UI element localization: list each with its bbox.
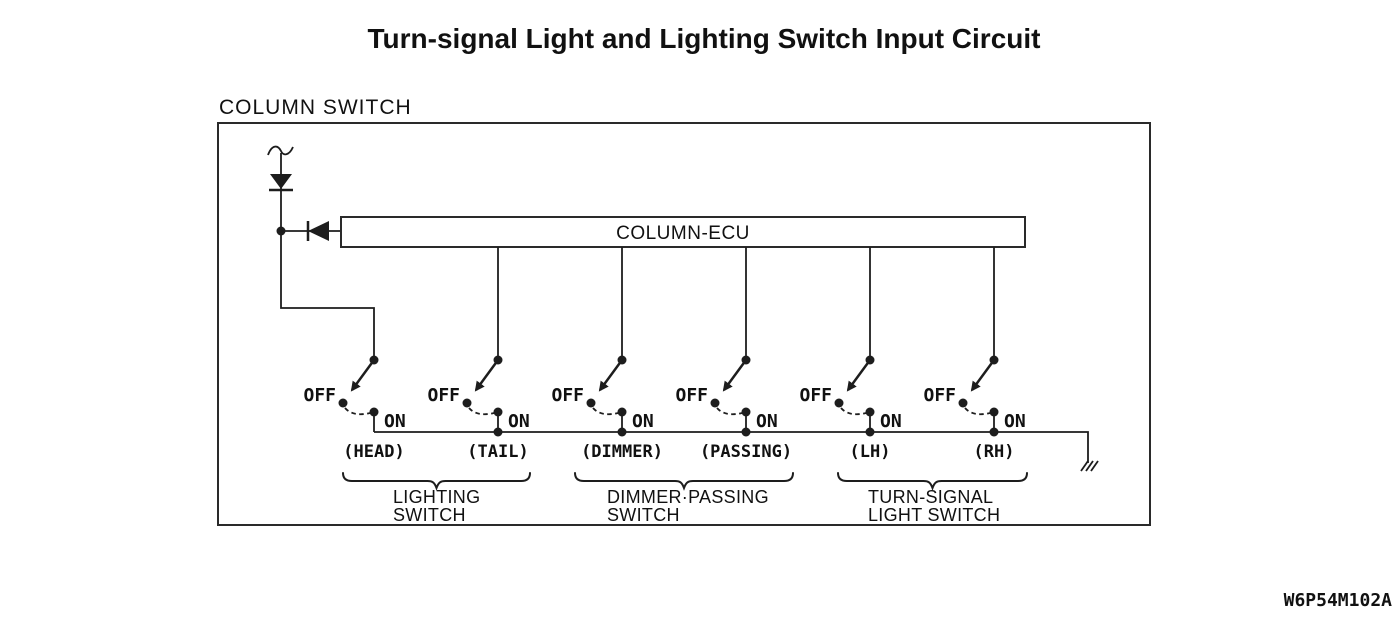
switch-name-label: (TAIL) bbox=[467, 442, 528, 462]
group-label-line1: TURN-SIGNAL bbox=[868, 487, 993, 507]
switch-off-contact-dot bbox=[958, 398, 968, 408]
group-label-line2: SWITCH bbox=[393, 505, 466, 525]
switch-group-dimmer: OFF ON (DIMMER) bbox=[551, 355, 663, 462]
group-label-lighting-switch: LIGHTING SWITCH bbox=[393, 487, 480, 525]
switch-name-label: (HEAD) bbox=[343, 442, 404, 462]
on-label: ON bbox=[508, 411, 530, 432]
brace-dimmer-passing-switch bbox=[574, 472, 794, 491]
switch-travel-dashed-arc bbox=[716, 407, 743, 416]
switch-travel-dashed-arc bbox=[592, 407, 619, 416]
switch-name-label: (RH) bbox=[974, 442, 1015, 462]
chassis-ground-icon bbox=[1080, 460, 1099, 472]
group-label-line2: SWITCH bbox=[607, 505, 680, 525]
diode-down-icon bbox=[270, 174, 292, 189]
rail-junction-dot bbox=[989, 427, 999, 437]
group-label-dimmer-passing-switch: DIMMER·PASSING SWITCH bbox=[607, 487, 769, 525]
on-label: ON bbox=[880, 411, 902, 432]
ground-hatch bbox=[1080, 460, 1089, 472]
off-label: OFF bbox=[799, 385, 832, 406]
off-label: OFF bbox=[551, 385, 584, 406]
off-label: OFF bbox=[923, 385, 956, 406]
diode-left-icon bbox=[308, 221, 329, 241]
column-switch-label: COLUMN SWITCH bbox=[219, 96, 412, 119]
ground-hatch bbox=[1090, 460, 1099, 472]
switch-off-contact-dot bbox=[338, 398, 348, 408]
switch-group-tail: OFF ON (TAIL) bbox=[427, 355, 530, 462]
off-label: OFF bbox=[303, 385, 336, 406]
switch-travel-dashed-arc bbox=[964, 407, 991, 416]
on-label: ON bbox=[384, 411, 406, 432]
switch-name-label: (PASSING) bbox=[700, 442, 792, 462]
switch-travel-dashed-arc bbox=[468, 407, 495, 416]
switch-group-rh: OFF ON (RH) bbox=[923, 355, 1026, 462]
on-label: ON bbox=[1004, 411, 1026, 432]
column-ecu-label: COLUMN-ECU bbox=[616, 223, 750, 244]
off-label: OFF bbox=[427, 385, 460, 406]
switch-lever bbox=[350, 359, 376, 392]
switch-group-head: OFF ON (HEAD) bbox=[303, 355, 406, 462]
on-label: ON bbox=[756, 411, 778, 432]
switch-group-lh: OFF ON (LH) bbox=[799, 355, 902, 462]
brace-turn-signal-light-switch bbox=[837, 472, 1028, 491]
power-wire bbox=[280, 153, 375, 360]
ground-hatch bbox=[1085, 460, 1094, 472]
rail-junction-dot bbox=[493, 427, 503, 437]
power-feed-wiring bbox=[267, 145, 375, 360]
switch-lever bbox=[846, 359, 872, 392]
switch-name-label: (DIMMER) bbox=[581, 442, 663, 462]
page-title: Turn-signal Light and Lighting Switch In… bbox=[368, 23, 1041, 54]
switch-travel-dashed-arc bbox=[344, 407, 371, 416]
switch-off-contact-dot bbox=[834, 398, 844, 408]
rail-junction-dot bbox=[741, 427, 751, 437]
switch-travel-dashed-arc bbox=[840, 407, 867, 416]
switch-lever bbox=[474, 359, 500, 392]
column-switch-box bbox=[217, 122, 1151, 526]
switch-off-contact-dot bbox=[586, 398, 596, 408]
rail-junction-dot bbox=[865, 427, 875, 437]
column-ecu-box bbox=[340, 216, 1026, 248]
group-label-turn-signal-light-switch: TURN-SIGNAL LIGHT SWITCH bbox=[868, 487, 1000, 525]
group-label-line2: LIGHT SWITCH bbox=[868, 505, 1000, 525]
wire-continuation-squiggle-icon bbox=[267, 145, 294, 156]
switch-lever bbox=[722, 359, 748, 392]
switch-group-passing: OFF ON (PASSING) bbox=[675, 355, 792, 462]
ground-rail-wire bbox=[374, 431, 1089, 463]
group-label-line1: DIMMER·PASSING bbox=[607, 487, 769, 507]
off-label: OFF bbox=[675, 385, 708, 406]
switch-lever bbox=[970, 359, 996, 392]
rail-junction-dot bbox=[617, 427, 627, 437]
switch-name-label: (LH) bbox=[850, 442, 891, 462]
switch-lever bbox=[598, 359, 624, 392]
switch-off-contact-dot bbox=[710, 398, 720, 408]
figure-code: W6P54M102A bbox=[1284, 590, 1393, 611]
on-label: ON bbox=[632, 411, 654, 432]
switch-off-contact-dot bbox=[462, 398, 472, 408]
group-label-line1: LIGHTING bbox=[393, 487, 480, 507]
ecu-drop-wires bbox=[497, 247, 995, 360]
brace-lighting-switch bbox=[342, 472, 531, 491]
